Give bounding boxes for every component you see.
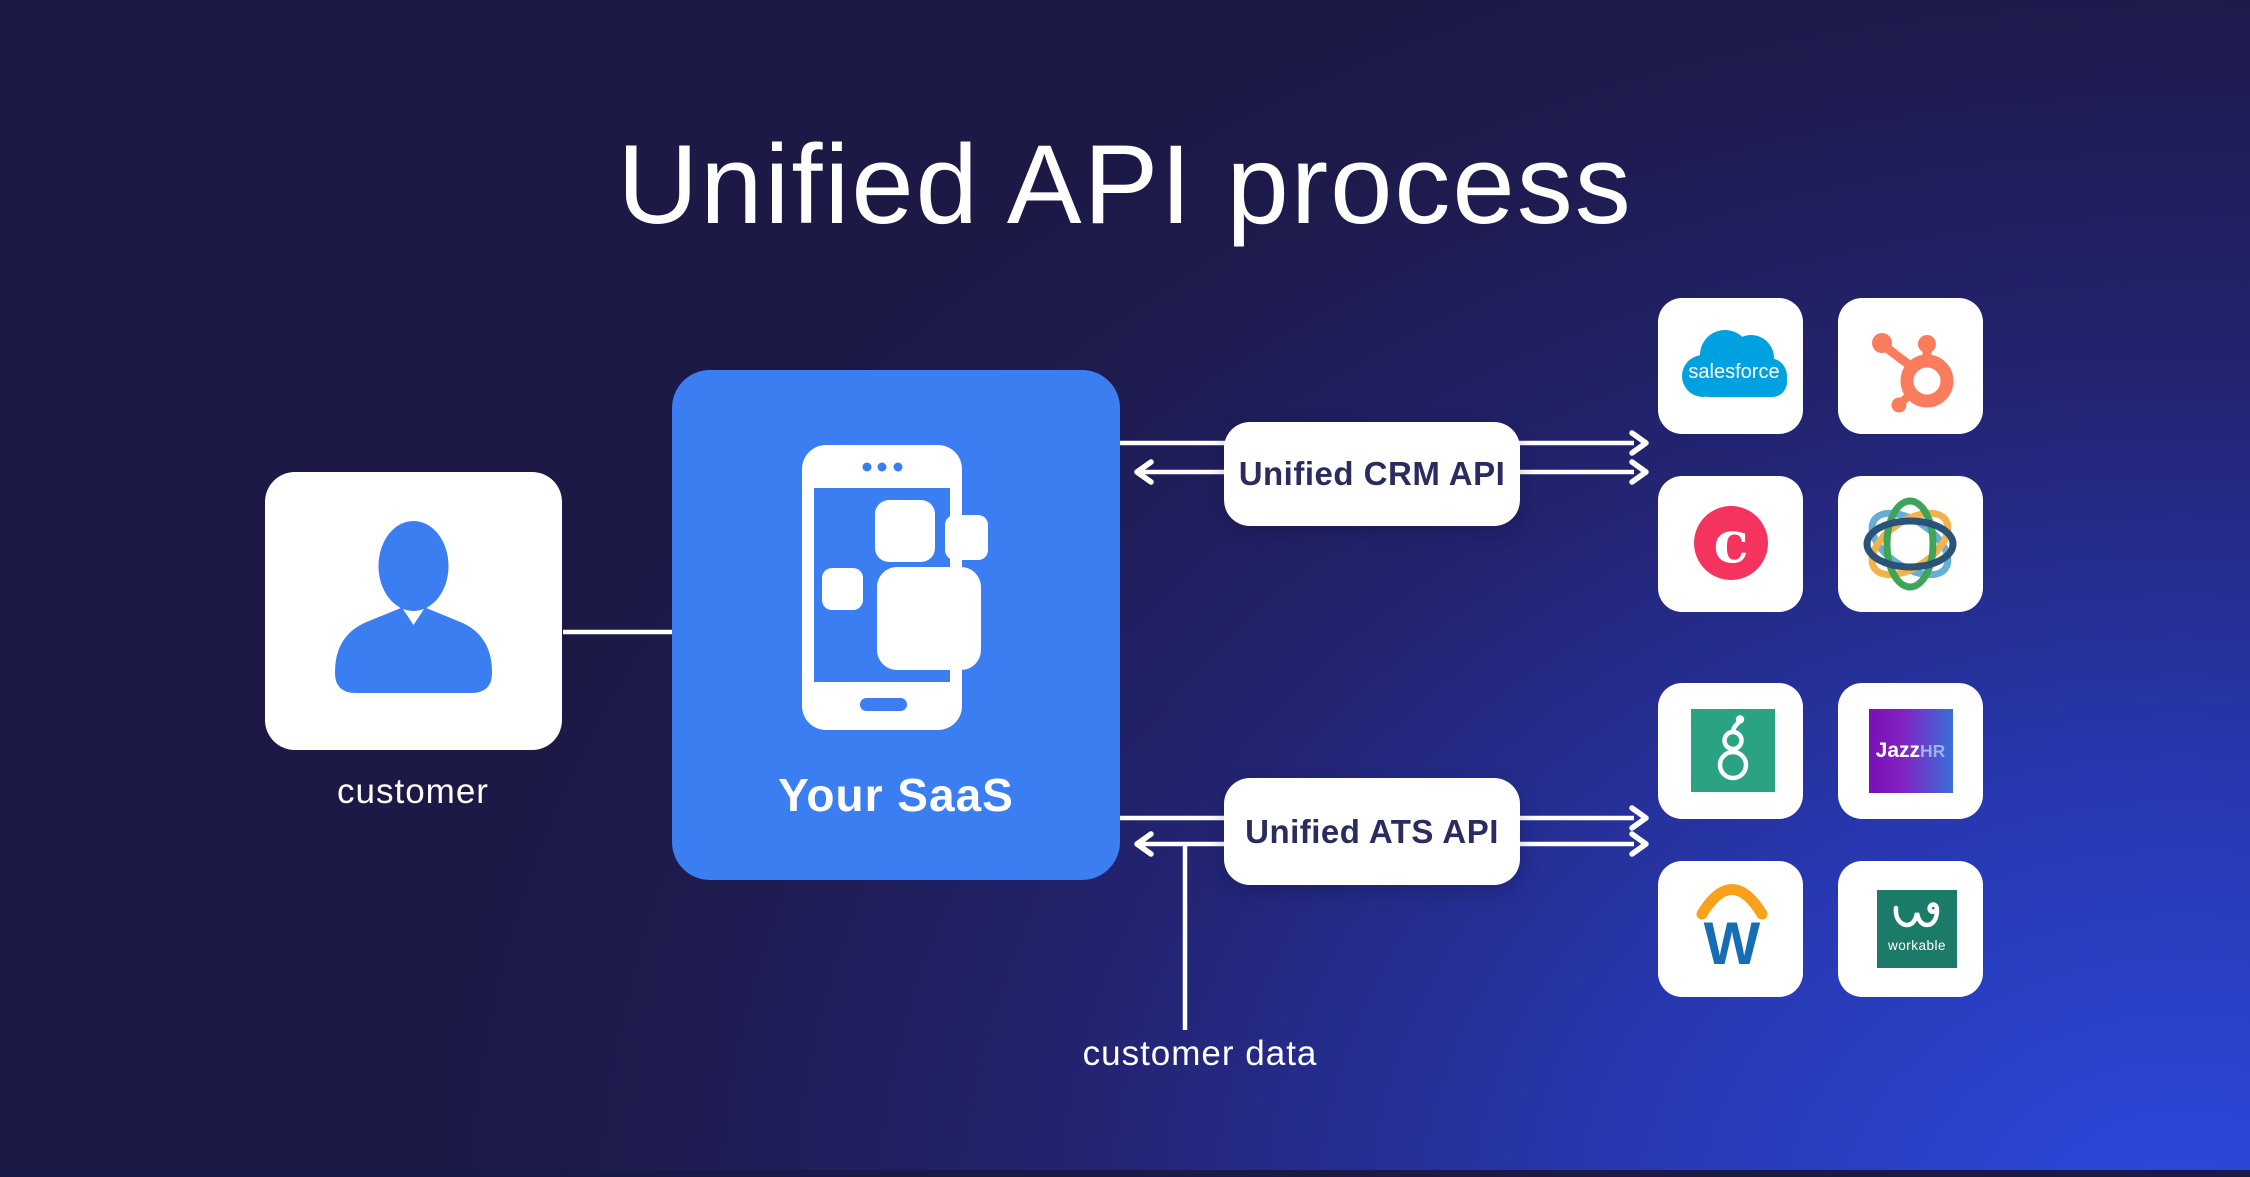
workable-logo-icon: workable — [1877, 890, 1957, 968]
logo-card-salesforce: salesforce — [1658, 298, 1803, 434]
logo-card-greenhouse — [1658, 683, 1803, 819]
logo-card-workday: W — [1658, 861, 1803, 997]
logo-card-workable: workable — [1838, 861, 1983, 997]
smartphone-icon — [802, 445, 988, 730]
customer-label: customer — [337, 772, 489, 811]
person-icon — [335, 521, 492, 693]
page-title: Unified API process — [617, 122, 1633, 247]
customer-card — [265, 472, 562, 750]
workable-wordmark: workable — [1887, 938, 1946, 953]
copper-logo-icon: c — [1694, 506, 1768, 580]
ats-api-pill: Unified ATS API — [1224, 778, 1520, 885]
salesforce-wordmark: salesforce — [1688, 361, 1779, 383]
close-logo-icon — [1863, 497, 1957, 591]
ats-api-pill-label: Unified ATS API — [1245, 812, 1499, 850]
greenhouse-logo-icon — [1691, 709, 1775, 792]
ats-request-arrowhead-icon — [1629, 805, 1649, 831]
saas-box: Your SaaS — [672, 370, 1120, 880]
salesforce-logo-icon: salesforce — [1682, 330, 1787, 397]
workday-glyph: W — [1704, 910, 1761, 977]
logo-card-copper: c — [1658, 476, 1803, 612]
hubspot-logo-icon — [1872, 333, 1954, 413]
jazzhr-wordmark-sub: HR — [1920, 740, 1946, 761]
ats-response-right-arrowhead-icon — [1629, 831, 1649, 857]
crm-request-arrowhead-icon — [1629, 430, 1649, 456]
saas-label: Your SaaS — [778, 769, 1014, 821]
jazzhr-wordmark-main: Jazz — [1875, 739, 1921, 762]
workday-logo-icon: W — [1696, 884, 1768, 977]
logo-card-close — [1838, 476, 1983, 612]
copper-glyph: c — [1713, 508, 1748, 576]
crm-api-pill: Unified CRM API — [1224, 422, 1520, 526]
bottom-edge-strip — [0, 1170, 2250, 1177]
crm-response-left-arrowhead-icon — [1134, 459, 1154, 485]
customer-data-label: customer data — [1082, 1034, 1318, 1073]
ats-response-left-arrowhead-icon — [1134, 831, 1154, 857]
crm-response-right-arrowhead-icon — [1629, 459, 1649, 485]
logo-card-hubspot — [1838, 298, 1983, 434]
crm-api-pill-label: Unified CRM API — [1238, 455, 1506, 492]
